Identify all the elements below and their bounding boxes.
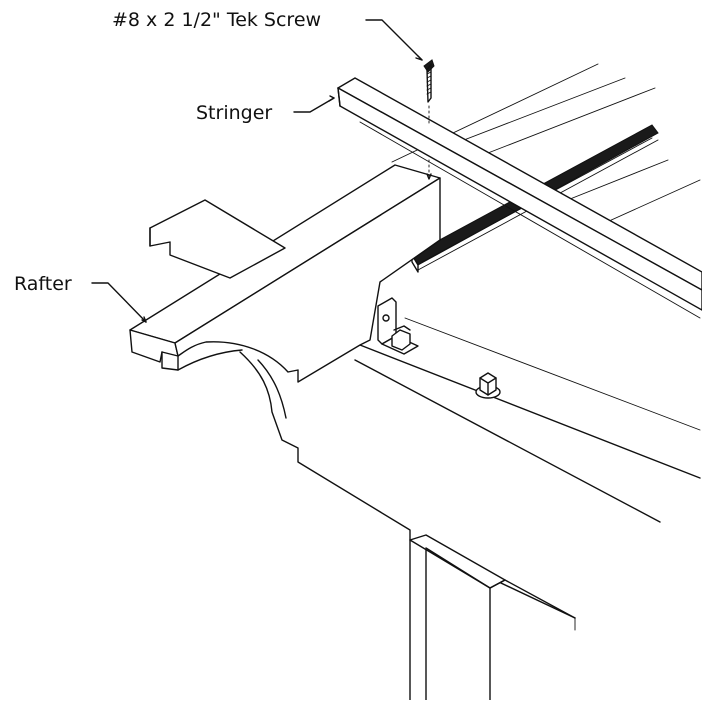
header-beam bbox=[239, 317, 701, 619]
leader-lines bbox=[91, 19, 423, 323]
post bbox=[409, 534, 576, 701]
stringer-label: Stringer bbox=[196, 102, 272, 124]
rafter-leader bbox=[91, 282, 147, 323]
screw-label: #8 x 2 1/2" Tek Screw bbox=[112, 9, 321, 31]
tek-screw bbox=[423, 59, 435, 180]
carriage-bolt bbox=[475, 372, 501, 399]
screw-leader bbox=[365, 19, 423, 61]
rafter bbox=[129, 164, 441, 383]
stringer-leader bbox=[293, 97, 335, 113]
stringer bbox=[337, 77, 702, 319]
angle-bracket bbox=[377, 297, 419, 355]
rafter-label: Rafter bbox=[14, 273, 72, 295]
